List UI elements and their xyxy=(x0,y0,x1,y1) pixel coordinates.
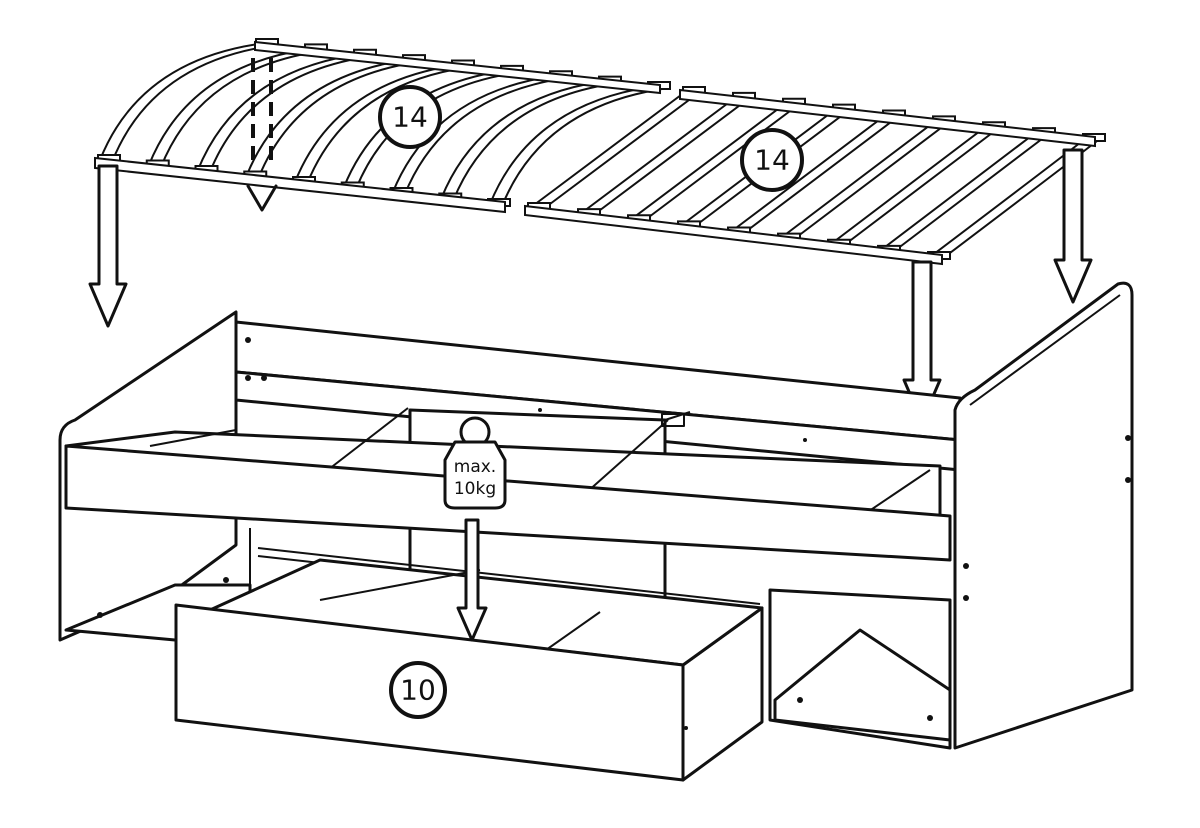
screw-hole xyxy=(684,726,688,730)
screw-hole xyxy=(538,408,542,412)
drawer-inner-edge xyxy=(545,611,601,651)
divider-bracket xyxy=(664,411,691,421)
callout-label: 10 xyxy=(400,674,436,707)
callout-14-left: 14 xyxy=(378,85,442,149)
right-compartment-bottom xyxy=(773,628,952,742)
screw-hole xyxy=(803,438,807,442)
dashed-alignment-icon xyxy=(246,58,278,212)
weight-limit-line2: 10kg xyxy=(454,479,496,499)
down-arrow-icon xyxy=(1053,148,1093,304)
screw-hole xyxy=(797,697,803,703)
bracket-plate xyxy=(661,413,685,427)
screw-hole xyxy=(963,563,969,569)
drawer-runner xyxy=(257,547,761,605)
screw-hole xyxy=(245,337,251,343)
screw-hole xyxy=(97,612,103,618)
weight-limit-line1: max. xyxy=(454,457,496,477)
weight-icon: max. 10kg xyxy=(443,416,507,642)
slat-frame-left xyxy=(94,38,671,214)
screw-hole xyxy=(927,715,933,721)
support-edge xyxy=(149,429,237,447)
callout-label: 14 xyxy=(754,144,790,177)
slat-frame-right-front-strap xyxy=(524,204,943,266)
screw-hole xyxy=(245,375,251,381)
down-arrow-icon xyxy=(88,164,128,328)
weight-body xyxy=(443,440,507,510)
small-down-arrow-icon xyxy=(246,184,278,212)
screw-hole xyxy=(963,595,969,601)
screw-hole xyxy=(261,375,267,381)
screw-hole xyxy=(1125,477,1131,483)
front-rail xyxy=(64,444,952,562)
slat xyxy=(439,80,614,202)
screw-hole xyxy=(223,577,229,583)
slat-frames xyxy=(94,38,1106,266)
right-side-panel xyxy=(953,281,1134,750)
down-arrows xyxy=(88,148,1093,424)
callout-14-right: 14 xyxy=(740,128,804,192)
drawer-inner-edge xyxy=(319,569,481,601)
slat-frame-right xyxy=(524,86,1106,266)
slat-frame-left-front-strap xyxy=(94,156,506,214)
right-panel-edge xyxy=(969,294,1121,406)
callout-10-drawer: 10 xyxy=(389,661,447,719)
slat-frame-left-rear-strap xyxy=(254,40,661,95)
down-arrow-icon xyxy=(456,518,488,642)
cross-support xyxy=(319,407,409,477)
callout-label: 14 xyxy=(392,101,428,134)
slat-frame-right-rear-strap xyxy=(679,88,1096,148)
screw-hole xyxy=(1125,435,1131,441)
slat xyxy=(488,85,663,208)
